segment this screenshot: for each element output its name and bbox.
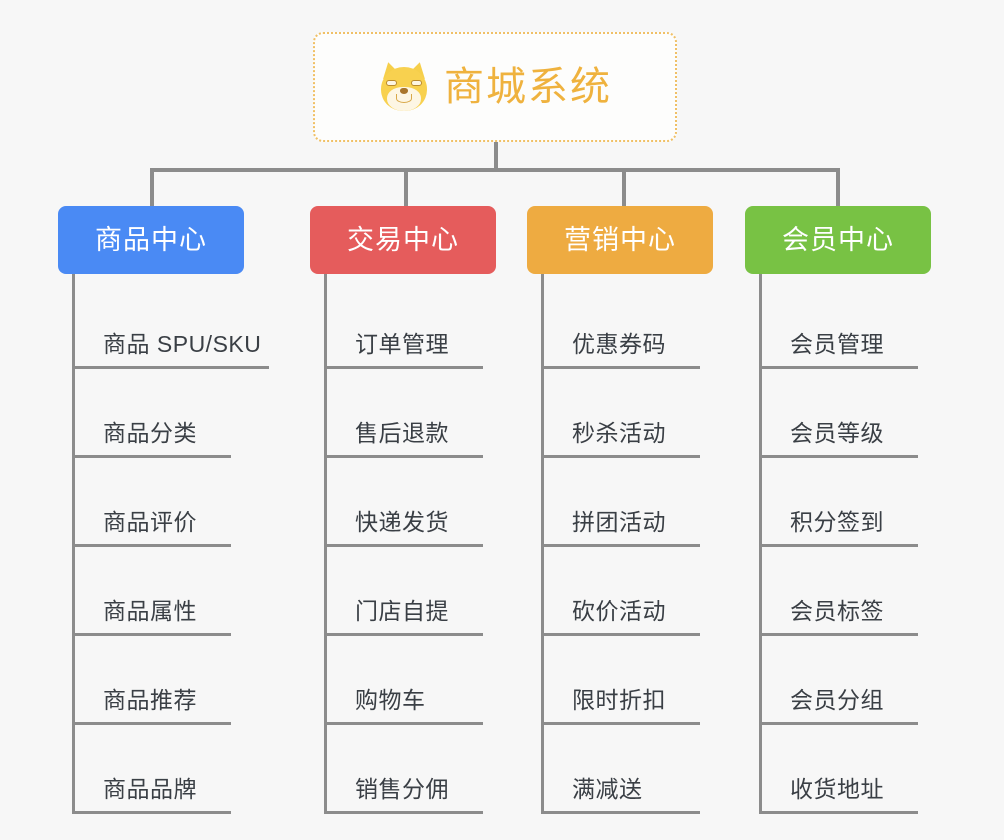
shiba-dog-icon (378, 60, 430, 113)
leaf-label: 满减送 (572, 775, 643, 802)
leaf-list-trade-center: 订单管理 售后退款 快递发货 门店自提 购物车 销售分佣 (310, 274, 530, 814)
leaf-label: 订单管理 (355, 330, 449, 357)
leaf-item[interactable]: 快递发货 (310, 458, 530, 547)
leaf-list-product-center: 商品 SPU/SKU 商品分类 商品评价 商品属性 商品推荐 商品品牌 (58, 274, 278, 814)
leaf-label: 购物车 (355, 686, 426, 713)
leaf-item[interactable]: 门店自提 (310, 547, 530, 636)
connector-root-stem (494, 142, 498, 170)
branch-member-center: 会员中心 会员管理 会员等级 积分签到 会员标签 会员分组 收货地址 (745, 206, 965, 830)
leaf-label: 积分签到 (790, 508, 884, 535)
leaf-label: 商品品牌 (103, 775, 197, 802)
branch-header-member-center[interactable]: 会员中心 (745, 206, 931, 274)
leaf-label: 门店自提 (355, 597, 449, 624)
leaf-label: 秒杀活动 (572, 419, 666, 446)
leaf-label: 售后退款 (355, 419, 449, 446)
connector-horizontal-bus (150, 168, 840, 172)
leaf-item[interactable]: 商品属性 (58, 547, 278, 636)
branch-product-center: 商品中心 商品 SPU/SKU 商品分类 商品评价 商品属性 商品推荐 商品品牌 (58, 206, 278, 830)
leaf-label: 会员等级 (790, 419, 884, 446)
leaf-item[interactable]: 商品评价 (58, 458, 278, 547)
leaf-item[interactable]: 砍价活动 (527, 547, 747, 636)
connector-drop-2 (404, 168, 408, 208)
leaf-item[interactable]: 积分签到 (745, 458, 965, 547)
leaf-list-marketing-center: 优惠券码 秒杀活动 拼团活动 砍价活动 限时折扣 满减送 (527, 274, 747, 814)
leaf-label: 限时折扣 (572, 686, 666, 713)
leaf-item[interactable]: 售后退款 (310, 369, 530, 458)
leaf-label: 商品评价 (103, 508, 197, 535)
leaf-item[interactable]: 商品品牌 (58, 725, 278, 814)
leaf-item[interactable]: 会员标签 (745, 547, 965, 636)
leaf-list-member-center: 会员管理 会员等级 积分签到 会员标签 会员分组 收货地址 (745, 274, 965, 814)
leaf-label: 商品推荐 (103, 686, 197, 713)
leaf-item[interactable]: 限时折扣 (527, 636, 747, 725)
root-title: 商城系统 (444, 65, 612, 109)
leaf-label: 收货地址 (790, 775, 884, 802)
leaf-label: 商品属性 (103, 597, 197, 624)
connector-drop-3 (622, 168, 626, 208)
leaf-item[interactable]: 会员管理 (745, 280, 965, 369)
leaf-item[interactable]: 秒杀活动 (527, 369, 747, 458)
leaf-label: 会员管理 (790, 330, 884, 357)
branch-marketing-center: 营销中心 优惠券码 秒杀活动 拼团活动 砍价活动 限时折扣 满减送 (527, 206, 747, 830)
leaf-item[interactable]: 优惠券码 (527, 280, 747, 369)
root-node[interactable]: 商城系统 (313, 32, 677, 142)
leaf-label: 商品分类 (103, 419, 197, 446)
leaf-label: 会员标签 (790, 597, 884, 624)
leaf-label: 砍价活动 (572, 597, 666, 624)
connector-drop-1 (150, 168, 154, 208)
leaf-item[interactable]: 收货地址 (745, 725, 965, 814)
branch-header-marketing-center[interactable]: 营销中心 (527, 206, 713, 274)
leaf-label: 快递发货 (355, 508, 449, 535)
leaf-item[interactable]: 满减送 (527, 725, 747, 814)
leaf-label: 拼团活动 (572, 508, 666, 535)
leaf-item[interactable]: 商品分类 (58, 369, 278, 458)
leaf-item[interactable]: 商品 SPU/SKU (58, 280, 278, 369)
leaf-item[interactable]: 会员等级 (745, 369, 965, 458)
branch-trade-center: 交易中心 订单管理 售后退款 快递发货 门店自提 购物车 销售分佣 (310, 206, 530, 830)
leaf-label: 优惠券码 (572, 330, 666, 357)
connector-drop-4 (836, 168, 840, 208)
branch-header-product-center[interactable]: 商品中心 (58, 206, 244, 274)
leaf-item[interactable]: 订单管理 (310, 280, 530, 369)
leaf-item[interactable]: 购物车 (310, 636, 530, 725)
leaf-item[interactable]: 销售分佣 (310, 725, 530, 814)
leaf-label: 商品 SPU/SKU (103, 330, 262, 357)
leaf-item[interactable]: 商品推荐 (58, 636, 278, 725)
leaf-label: 会员分组 (790, 686, 884, 713)
branch-header-trade-center[interactable]: 交易中心 (310, 206, 496, 274)
leaf-item[interactable]: 拼团活动 (527, 458, 747, 547)
leaf-item[interactable]: 会员分组 (745, 636, 965, 725)
leaf-label: 销售分佣 (355, 775, 449, 802)
